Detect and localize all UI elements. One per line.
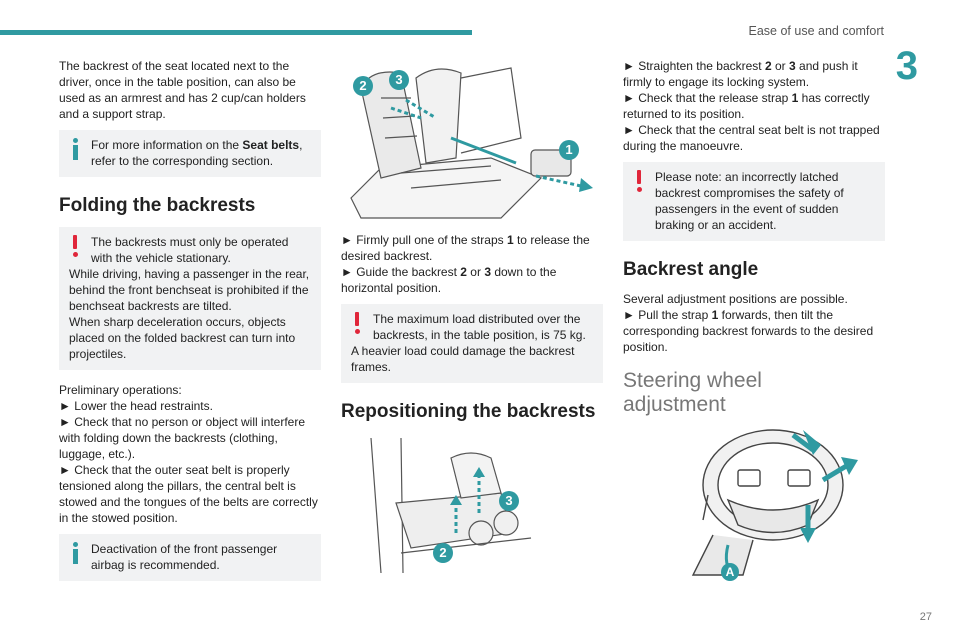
ref-1: 1 [791,91,799,105]
ref-2: 2 [764,59,772,73]
prelim-label: Preliminary operations: [59,383,182,397]
callout-3: 3 [389,70,409,90]
heading-backrest-angle: Backrest angle [623,259,759,280]
heading-line: adjustment [623,393,726,416]
figure-repositioning-backrests: 3 2 [341,433,603,583]
step-text: Guide the backrest [356,265,461,279]
figure-folding-backrests: 2 3 1 [341,58,603,224]
column-middle: 2 3 1 Firmly pull one of the straps 1 to… [341,58,603,583]
step-check-central-belt: Check that the central seat belt is not … [623,122,885,154]
page-number: 27 [919,611,932,623]
note-link-seat-belts: Seat belts [242,138,300,152]
warning-note-max-load: The maximum load distributed over the ba… [341,304,603,383]
chapter-number: 3 [895,44,918,88]
warning-icon [72,235,80,257]
callout-1: 1 [559,140,579,160]
backrest-angle-text: Several adjustment positions are possibl… [623,291,885,355]
step-guide-backrest: Guide the backrest 2 or 3 down to the ho… [341,264,603,296]
step-text: Pull the strap [638,308,712,322]
note-text-part: For more information on the [91,138,243,152]
ref-1: 1 [506,233,514,247]
intro-paragraph: The backrest of the seat located next to… [59,59,306,121]
info-note-text: For more information on the Seat belts, … [69,137,311,169]
seat-illustration [350,67,593,219]
step-text: has correctly returned to its position. [623,91,870,121]
info-note-seat-belts: For more information on the Seat belts, … [59,130,321,177]
ref-2: 2 [460,265,467,279]
note-text-part: , refer to the corresponding section. [91,138,303,168]
step-text: or [771,59,789,73]
positions-text: Several adjustment positions are possibl… [623,292,848,306]
steps-folding: Firmly pull one of the straps 1 to relea… [341,232,603,296]
repositioning-illustration [370,437,532,574]
step-check-no-obstruction: Check that no person or object will inte… [59,414,321,462]
step-pull-strap-forwards: Pull the strap 1 forwards, then tilt the… [623,307,885,355]
info-icon [72,138,80,160]
callout-A: A [721,563,739,581]
figure-steering-wheel: A [673,425,885,585]
step-check-strap: Check that the release strap 1 has corre… [623,90,885,122]
warning-icon [354,312,362,334]
arrow-2 [390,106,422,120]
strap-line [450,136,517,165]
arrow-3 [405,98,437,120]
warning-text: Please note: an incorrectly latched back… [655,170,844,232]
column-right: Straighten the backrest 2 or 3 and push … [623,58,885,585]
step-text: or [466,265,485,279]
heading-steering-wheel-adjustment: Steering wheel adjustment [623,369,885,417]
step-text: Firmly pull one of the straps [356,233,507,247]
callout-3: 3 [499,491,519,511]
step-text: Straighten the backrest [638,59,765,73]
ref-3: 3 [789,59,796,73]
preliminary-operations: Preliminary operations: Lower the head r… [59,382,321,526]
warning-text: While driving, having a passenger in the… [69,267,310,313]
ref-3: 3 [484,265,491,279]
info-note-text: Deactivation of the front passenger airb… [91,542,278,572]
step-text: down to the horizontal position. [341,265,557,295]
steering-wheel-illustration [691,429,858,577]
heading-folding-backrests: Folding the backrests [59,195,256,216]
header-title: Ease of use and comfort [748,24,885,38]
callout-2: 2 [353,76,373,96]
step-lower-head-restraints: Lower the head restraints. [59,398,321,414]
ref-1: 1 [711,308,719,322]
warning-first-line: The backrests must only be operated with… [91,235,289,265]
heading-line: Steering wheel [623,369,762,392]
steps-repositioning: Straighten the backrest 2 or 3 and push … [623,58,885,154]
header-accent-bar [0,30,472,35]
info-note-airbag: Deactivation of the front passenger airb… [59,534,321,581]
arrow-reach [821,462,850,483]
warning-first-line: The maximum load distributed over the ba… [373,312,586,342]
heading-repositioning-backrests: Repositioning the backrests [341,401,596,422]
step-straighten-backrest: Straighten the backrest 2 or 3 and push … [623,58,885,90]
callout-2: 2 [433,543,453,563]
warning-note-folding: The backrests must only be operated with… [59,227,321,370]
step-text: and push it firmly to engage its locking… [623,59,858,89]
warning-text: When sharp deceleration occurs, objects … [69,315,296,361]
step-text: Check that the release strap [638,91,792,105]
step-text: to release the desired backrest. [341,233,590,263]
arrow-1 [535,174,582,188]
column-left: The backrest of the seat located next to… [59,58,321,593]
arrow-tilt [791,433,815,452]
warning-note-latched: Please note: an incorrectly latched back… [623,162,885,241]
step-check-seat-belt: Check that the outer seat belt is proper… [59,462,321,526]
step-pull-strap: Firmly pull one of the straps 1 to relea… [341,232,603,264]
info-icon [72,542,80,564]
step-text: forwards, then tilt the corresponding ba… [623,308,874,354]
warning-text: A heavier load could damage the backrest… [351,344,575,374]
warning-icon [636,170,644,192]
